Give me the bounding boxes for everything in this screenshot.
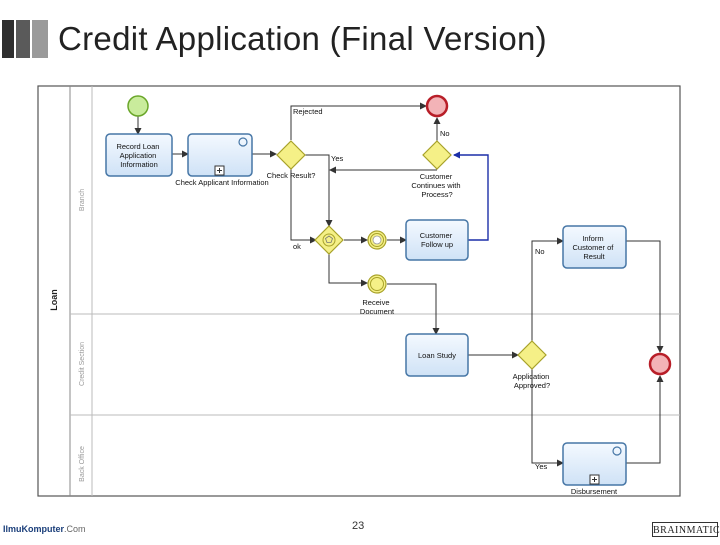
lane-label-branch: Branch [79, 189, 86, 211]
flow-follow-up-to-continue [453, 151, 489, 241]
task-record-loan-line2: Application [120, 151, 157, 160]
intermediate-receive-document: Receive Document [360, 274, 395, 316]
task-record-loan-line1: Record Loan [116, 142, 159, 151]
end-event-right [648, 352, 672, 376]
intermediate-timer-event [367, 230, 387, 250]
title-bar: Credit Application (Final Version) [0, 18, 720, 62]
pool-label: Loan [49, 289, 59, 311]
flow-label-no-right: No [535, 247, 545, 256]
svg-text:Inform Customer of: Inform Customer of Result [573, 234, 616, 261]
gateway-continues-line3: Process? [421, 190, 452, 199]
link-event-icon [238, 137, 248, 147]
page-number: 23 [352, 520, 365, 532]
end-event-top [425, 94, 449, 118]
task-loan-study: Loan Study [405, 333, 469, 377]
gateway-application-approved: Application Approved? [513, 340, 552, 390]
receive-document-line1: Receive [362, 298, 389, 307]
flow-label-rejected: Rejected [293, 107, 323, 116]
flow-label-yes-bottom: Yes [535, 462, 547, 471]
gateway-check-result: Check Result? [267, 140, 316, 180]
flow-label-no-top: No [440, 129, 450, 138]
title-decoration-icon [2, 20, 48, 58]
slide-title: Credit Application (Final Version) [58, 20, 547, 57]
task-record-loan: Record Loan Application Information [105, 133, 173, 177]
task-follow-up-line2: Follow up [421, 240, 453, 249]
flow-ok [290, 169, 317, 244]
svg-text:Customer Follow up: Customer Follow up [420, 231, 455, 249]
pentagon-icon [325, 235, 333, 243]
task-customer-follow-up: Customer Follow up [405, 219, 469, 261]
receive-document-line2: Document [360, 307, 395, 316]
gateway-continues-line2: Continues with [411, 181, 460, 190]
link-event-icon-2 [612, 446, 622, 456]
task-inform-line3: Result [583, 252, 605, 261]
task-disbursement-label: Disbursement [571, 487, 618, 496]
timer-icon [372, 235, 382, 245]
flow-approved-no [531, 237, 564, 341]
svg-text:Receive Document: Receive Document [360, 298, 395, 316]
pool-loan: Loan Branch Credit Section Back Office [37, 85, 681, 497]
flow-disbursement-to-end [626, 375, 664, 464]
task-loan-study-label: Loan Study [418, 351, 456, 360]
flow-rejected [290, 102, 427, 140]
flow-label-ok: ok [293, 242, 301, 251]
footer-brand-name: IlmuKomputer [3, 524, 65, 534]
flow-label-yes-top: Yes [331, 154, 343, 163]
gateway-continues-line1: Customer [420, 172, 453, 181]
flow-receive-to-study [387, 283, 440, 335]
gateway-approved-line1: Application [513, 372, 550, 381]
start-event [127, 95, 149, 117]
task-record-loan-line3: Information [120, 160, 158, 169]
task-inform-line2: Customer of [573, 243, 615, 252]
task-check-applicant-label: Check Applicant Information [175, 178, 268, 187]
task-follow-up-line1: Customer [420, 231, 453, 240]
task-check-applicant: Check Applicant Information [175, 133, 269, 187]
brainmatics-logo: BRAINMATICS [652, 522, 720, 537]
sequence-flows [134, 102, 664, 467]
svg-text:Application Approved?: Application Approved? [513, 372, 552, 390]
gateway-event-based [314, 225, 344, 255]
flow-approved-yes [531, 369, 564, 467]
lane-label-back-office: Back Office [79, 446, 86, 482]
svg-text:Record Loan Application: Record Loan Application Information [116, 142, 161, 169]
footer-brand-domain: .Com [64, 524, 86, 534]
gateway-approved-line2: Approved? [514, 381, 550, 390]
svg-text:Customer Continues with: Customer Continues with Process? [411, 172, 462, 199]
lane-label-credit-section: Credit Section [79, 342, 86, 386]
flow-event-gw-to-receive [328, 254, 368, 287]
gateway-customer-continues: Customer Continues with Process? [411, 140, 462, 199]
flow-inform-to-end [626, 240, 664, 353]
flow-gateway-to-event-gateway [305, 154, 333, 227]
task-disbursement: Disbursement [562, 442, 627, 496]
footer-brand: IlmuKomputer.Com [3, 524, 86, 534]
task-inform-line1: Inform [582, 234, 603, 243]
gateway-check-result-label: Check Result? [267, 171, 316, 180]
task-inform-customer: Inform Customer of Result [562, 225, 627, 269]
